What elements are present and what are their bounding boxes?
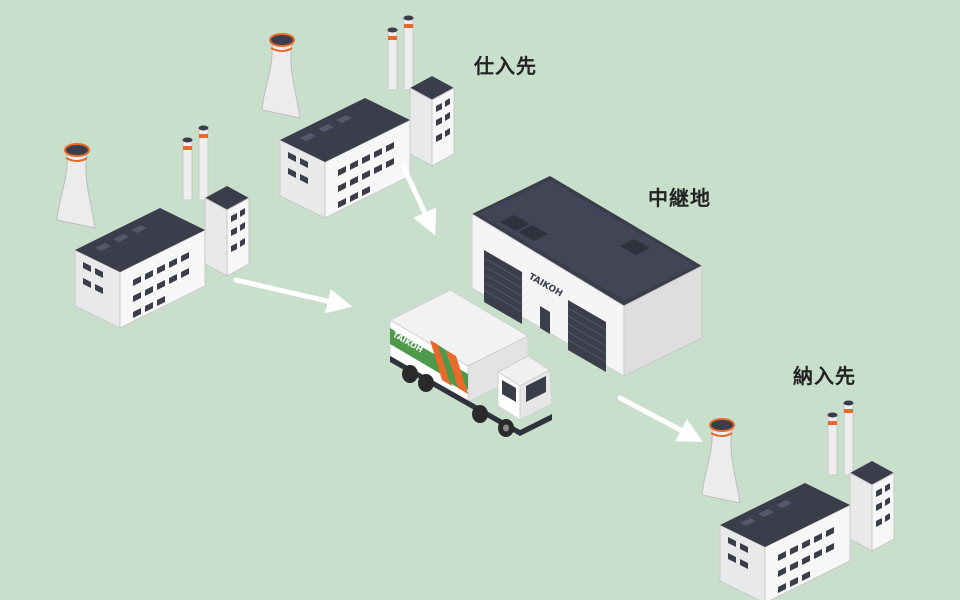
label-destination: 納入先 [793, 364, 856, 388]
label-supplier: 仕入先 [474, 54, 537, 78]
supplier-factory-left [56, 124, 250, 329]
arrow-left-factory-to-truck [233, 277, 353, 314]
label-relay: 中継地 [648, 186, 711, 210]
shutter-door-right [567, 300, 607, 372]
warehouse-door [540, 306, 550, 334]
delivery-truck: TAIKOH [388, 289, 553, 437]
relay-warehouse: TAIKOH [471, 176, 703, 377]
destination-factory [701, 399, 895, 600]
arrow-truck-to-destination [617, 395, 704, 442]
supplier-factory-top [261, 14, 455, 219]
arrow-supplier-to-truck [401, 165, 437, 236]
shutter-door-left [483, 250, 523, 324]
